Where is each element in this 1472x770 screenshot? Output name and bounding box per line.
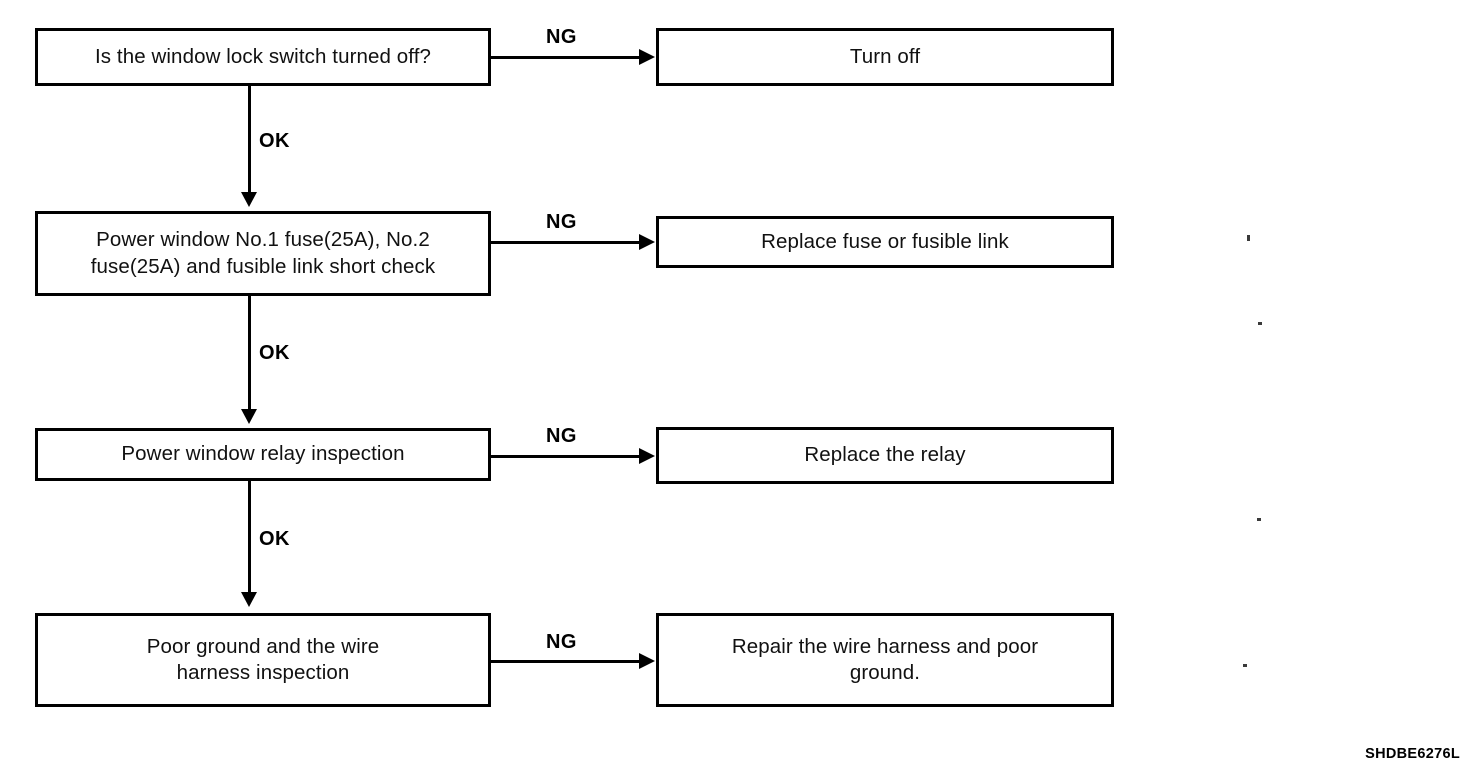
edge-label-ok-3: OK: [259, 528, 290, 550]
figure-caption-code: SHDBE6276L: [1365, 746, 1460, 762]
edge-label-ng-4: NG: [546, 631, 577, 653]
edge-arrowhead-ng-3: [639, 448, 655, 464]
edge-line-ng-4: [491, 660, 641, 663]
flow-node-replace-relay: Replace the relay: [656, 427, 1114, 484]
flow-node-text: Turn off: [849, 44, 921, 68]
scan-speck: [1258, 322, 1262, 325]
flow-node-fuse-short-check: Power window No.1 fuse(25A), No.2 fuse(2…: [35, 211, 491, 296]
edge-line-ok-1: [248, 86, 251, 194]
edge-arrowhead-ok-3: [241, 592, 257, 607]
edge-arrowhead-ok-2: [241, 409, 257, 424]
edge-label-ng-3: NG: [546, 425, 577, 447]
edge-label-ng-1: NG: [546, 26, 577, 48]
flow-node-text: Is the window lock switch turned off?: [94, 44, 432, 68]
edge-arrowhead-ok-1: [241, 192, 257, 207]
edge-line-ng-1: [491, 56, 641, 59]
edge-arrowhead-ng-2: [639, 234, 655, 250]
edge-label-ng-2: NG: [546, 211, 577, 233]
edge-arrowhead-ng-1: [639, 49, 655, 65]
scan-speck: [1257, 518, 1261, 521]
flow-node-window-lock-switch: Is the window lock switch turned off?: [35, 28, 491, 86]
edge-label-ok-2: OK: [259, 342, 290, 364]
flow-node-poor-ground-harness: Poor ground and the wire harness inspect…: [35, 613, 491, 707]
scan-speck: [1247, 235, 1250, 241]
flow-node-text: Power window No.1 fuse(25A), No.2 fuse(2…: [90, 228, 436, 278]
edge-label-ok-1: OK: [259, 130, 290, 152]
edge-arrowhead-ng-4: [639, 653, 655, 669]
edge-line-ng-3: [491, 455, 641, 458]
scan-speck: [1243, 664, 1247, 667]
flow-node-text: Power window relay inspection: [121, 442, 405, 466]
edge-line-ok-3: [248, 481, 251, 594]
flow-node-text: Repair the wire harness and poor ground.: [731, 634, 1039, 684]
edge-line-ng-2: [491, 241, 641, 244]
flow-node-text: Replace the relay: [804, 443, 966, 467]
flow-node-text: Replace fuse or fusible link: [761, 229, 1009, 253]
flow-node-replace-fuse: Replace fuse or fusible link: [656, 216, 1114, 268]
flow-node-repair-harness: Repair the wire harness and poor ground.: [656, 613, 1114, 707]
flow-node-turn-off: Turn off: [656, 28, 1114, 86]
edge-line-ok-2: [248, 296, 251, 411]
flow-node-text: Poor ground and the wire harness inspect…: [146, 634, 380, 684]
flow-node-relay-inspection: Power window relay inspection: [35, 428, 491, 481]
